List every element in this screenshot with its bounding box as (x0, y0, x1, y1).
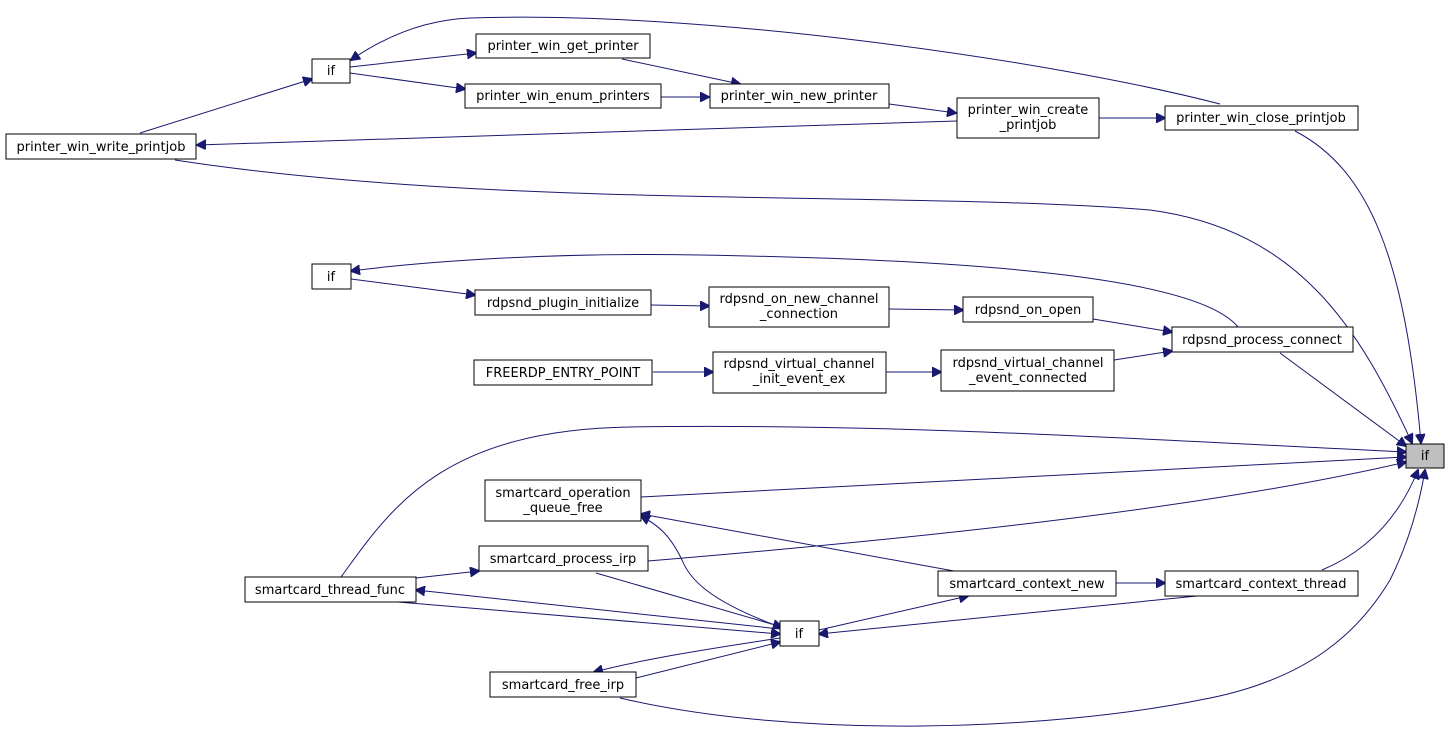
node-rdpsnd-virtual-channel-event-connected[interactable]: rdpsnd_virtual_channel _event_connected (940, 349, 1115, 392)
node-if-smartcard[interactable]: if (779, 620, 820, 647)
node-label: _queue_free (522, 501, 602, 516)
node-printer-win-close-printjob[interactable]: printer_win_close_printjob (1164, 105, 1359, 131)
edge-smartcard-if-to-threadfunc (416, 590, 781, 630)
node-if-rdpsnd[interactable]: if (311, 263, 352, 290)
node-rdpsnd-process-connect[interactable]: rdpsnd_process_connect (1171, 326, 1354, 353)
edge-smartcard-threadfunc-to-if (397, 601, 780, 634)
node-if-root[interactable]: if (1405, 443, 1445, 469)
edge-printer-if-to-get (349, 53, 476, 68)
edge-smartcard-ctxthread-to-root (1321, 470, 1418, 571)
node-label: printer_win_close_printjob (1176, 111, 1346, 126)
node-label: _printjob (999, 118, 1057, 133)
node-label: smartcard_operation (495, 486, 630, 501)
node-rdpsnd-virtual-channel-init-event-ex[interactable]: rdpsnd_virtual_channel _init_event_ex (712, 351, 887, 394)
node-label: rdpsnd_on_open (975, 303, 1082, 318)
edge-printer-close-to-root (1294, 130, 1421, 443)
edge-rdpsnd-onopen-to-connect (1092, 318, 1172, 332)
node-label: _connection (759, 307, 838, 322)
edge-printer-write-to-root (174, 159, 1412, 443)
edge-smartcard-threadfunc-to-processirp (415, 571, 479, 579)
node-rdpsnd-on-open[interactable]: rdpsnd_on_open (962, 296, 1094, 323)
node-smartcard-operation-queue-free[interactable]: smartcard_operation _queue_free (484, 479, 642, 522)
node-rdpsnd-on-new-channel-connection[interactable]: rdpsnd_on_new_channel _connection (708, 286, 890, 328)
edge-rdpsnd-connected-to-connect (1113, 351, 1172, 361)
edge-smartcard-freeirp-to-root (619, 470, 1425, 727)
edge-smartcard-processirp-to-if (595, 572, 782, 627)
node-label: rdpsnd_virtual_channel (953, 356, 1104, 371)
node-printer-win-write-printjob[interactable]: printer_win_write_printjob (5, 133, 197, 160)
node-label: printer_win_new_printer (721, 89, 878, 104)
node-label: if (327, 270, 336, 285)
edge-rdpsnd-plugin-to-newchannel (650, 305, 709, 306)
node-rdpsnd-plugin-initialize[interactable]: rdpsnd_plugin_initialize (474, 289, 652, 316)
node-label: printer_win_create (968, 103, 1089, 118)
edge-printer-get-to-new (621, 58, 740, 84)
node-printer-win-new-printer[interactable]: printer_win_new_printer (709, 83, 890, 109)
node-freerdp-entry-point[interactable]: FREERDP_ENTRY_POINT (473, 359, 653, 386)
node-label: if (1421, 449, 1430, 464)
edge-smartcard-freeirp-to-if (635, 642, 780, 679)
node-label: printer_win_write_printjob (17, 140, 186, 155)
node-label: FREERDP_ENTRY_POINT (486, 366, 640, 381)
node-label: rdpsnd_on_new_channel (720, 292, 879, 307)
edge-printer-if-to-enum (349, 72, 465, 89)
edge-printer-close-to-if (351, 16, 1221, 105)
node-label: rdpsnd_virtual_channel (724, 357, 875, 372)
node-label: rdpsnd_process_connect (1182, 333, 1342, 348)
edge-smartcard-ctxthread-to-if (819, 595, 1198, 634)
edge-smartcard-if-to-opqueue (641, 516, 773, 625)
nodes: if if printer_win_get_printer printer_wi… (5, 33, 1445, 698)
node-smartcard-thread-func[interactable]: smartcard_thread_func (244, 576, 417, 603)
node-label: printer_win_enum_printers (476, 89, 650, 104)
node-label: _event_connected (968, 371, 1087, 386)
edge-smartcard-threadfunc-to-root (340, 425, 1406, 578)
node-label: smartcard_context_new (949, 577, 1105, 592)
node-smartcard-context-new[interactable]: smartcard_context_new (937, 570, 1117, 597)
edge-printer-create-to-write (197, 120, 958, 145)
node-printer-win-get-printer[interactable]: printer_win_get_printer (475, 33, 651, 59)
node-printer-win-enum-printers[interactable]: printer_win_enum_printers (464, 83, 662, 109)
edge-rdpsnd-newchannel-to-onopen (888, 309, 963, 310)
edge-smartcard-processirp-to-root (647, 462, 1406, 562)
node-label: smartcard_free_irp (502, 678, 624, 693)
node-label: rdpsnd_plugin_initialize (487, 296, 639, 311)
edge-smartcard-if-to-freeirp (594, 637, 781, 672)
node-smartcard-free-irp[interactable]: smartcard_free_irp (489, 671, 637, 698)
node-smartcard-process-irp[interactable]: smartcard_process_irp (478, 545, 649, 572)
edge-smartcard-ctxnew-to-opqueue (641, 514, 955, 572)
edge-smartcard-if-to-ctxnew (818, 596, 968, 631)
node-printer-win-create-printjob[interactable]: printer_win_create _printjob (956, 97, 1100, 139)
edge-printer-new-to-create (888, 103, 956, 113)
node-label: smartcard_context_thread (1176, 577, 1347, 592)
edge-rdpsnd-connect-to-if (351, 253, 1239, 328)
edge-printer-write-to-if (139, 79, 312, 134)
edge-smartcard-opqueue-to-root (640, 457, 1406, 498)
edge-rdpsnd-connect-to-root (1279, 352, 1406, 446)
node-label: _init_event_ex (752, 372, 846, 387)
node-label: smartcard_thread_func (255, 583, 405, 598)
edge-rdpsnd-if-to-plugin (350, 278, 475, 295)
node-if-printer[interactable]: if (311, 58, 351, 84)
node-smartcard-context-thread[interactable]: smartcard_context_thread (1164, 570, 1359, 597)
node-label: if (795, 627, 804, 642)
node-label: if (327, 64, 336, 79)
edges (139, 16, 1425, 727)
node-label: smartcard_process_irp (490, 552, 637, 567)
node-label: printer_win_get_printer (487, 39, 639, 54)
